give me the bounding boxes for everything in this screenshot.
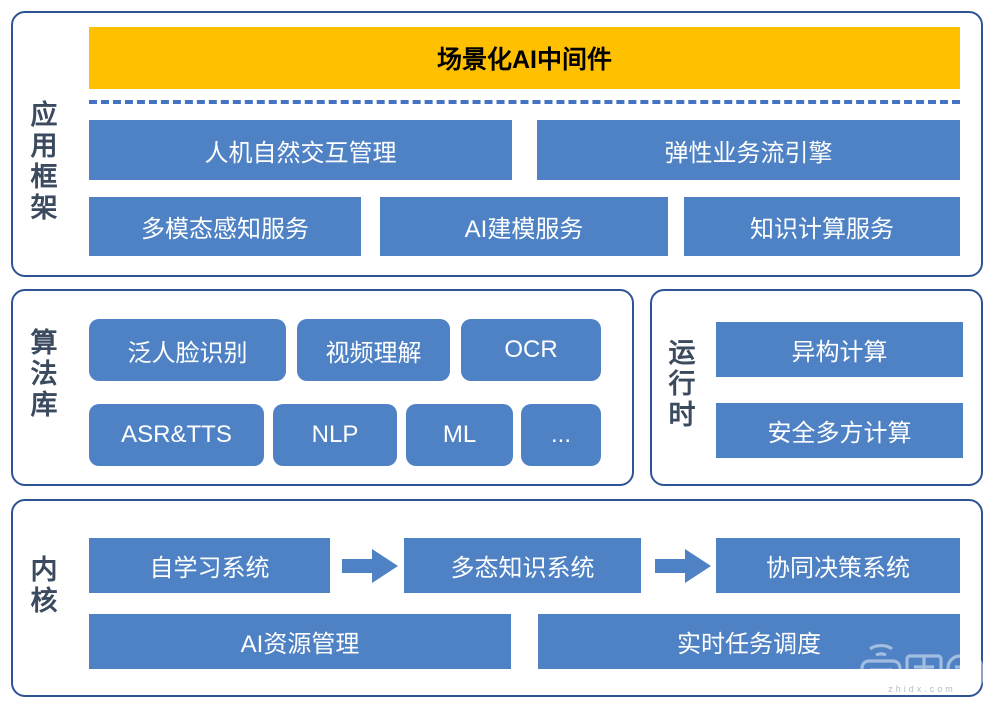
block-realtime-task-scheduling[interactable]: 实时任务调度: [538, 614, 960, 669]
block-more[interactable]: ...: [521, 404, 601, 466]
watermark-url: zhidx.com: [888, 684, 956, 694]
block-heterogeneous-computing[interactable]: 异构计算: [716, 322, 963, 377]
banner-ai-middleware: 场景化AI中间件: [89, 27, 960, 89]
block-secure-multiparty-computation[interactable]: 安全多方计算: [716, 403, 963, 458]
block-video-understanding[interactable]: 视频理解: [297, 319, 450, 381]
block-ai-modeling-service[interactable]: AI建模服务: [380, 197, 668, 256]
arrow-right-icon: [655, 549, 711, 583]
block-face-recognition[interactable]: 泛人脸识别: [89, 319, 286, 381]
block-multimodal-knowledge-system[interactable]: 多态知识系统: [404, 538, 641, 593]
dashed-divider: [89, 100, 960, 104]
section-label-kernel: 内 核: [30, 555, 58, 616]
block-human-machine-interaction[interactable]: 人机自然交互管理: [89, 120, 512, 180]
block-multimodal-perception-service[interactable]: 多模态感知服务: [89, 197, 361, 256]
section-label-runtime: 运 行 时: [668, 338, 696, 430]
block-elastic-workflow-engine[interactable]: 弹性业务流引擎: [537, 120, 960, 180]
block-self-learning-system[interactable]: 自学习系统: [89, 538, 330, 593]
section-label-algorithm-library: 算 法 库: [30, 328, 58, 420]
block-nlp[interactable]: NLP: [273, 404, 397, 466]
block-ai-resource-management[interactable]: AI资源管理: [89, 614, 511, 669]
block-ocr[interactable]: OCR: [461, 319, 601, 381]
block-ml[interactable]: ML: [406, 404, 513, 466]
arrow-right-icon: [342, 549, 398, 583]
block-knowledge-computing-service[interactable]: 知识计算服务: [684, 197, 960, 256]
block-collaborative-decision-system[interactable]: 协同决策系统: [716, 538, 960, 593]
section-label-app-framework: 应 用 框 架: [30, 100, 58, 223]
block-asr-tts[interactable]: ASR&TTS: [89, 404, 264, 466]
